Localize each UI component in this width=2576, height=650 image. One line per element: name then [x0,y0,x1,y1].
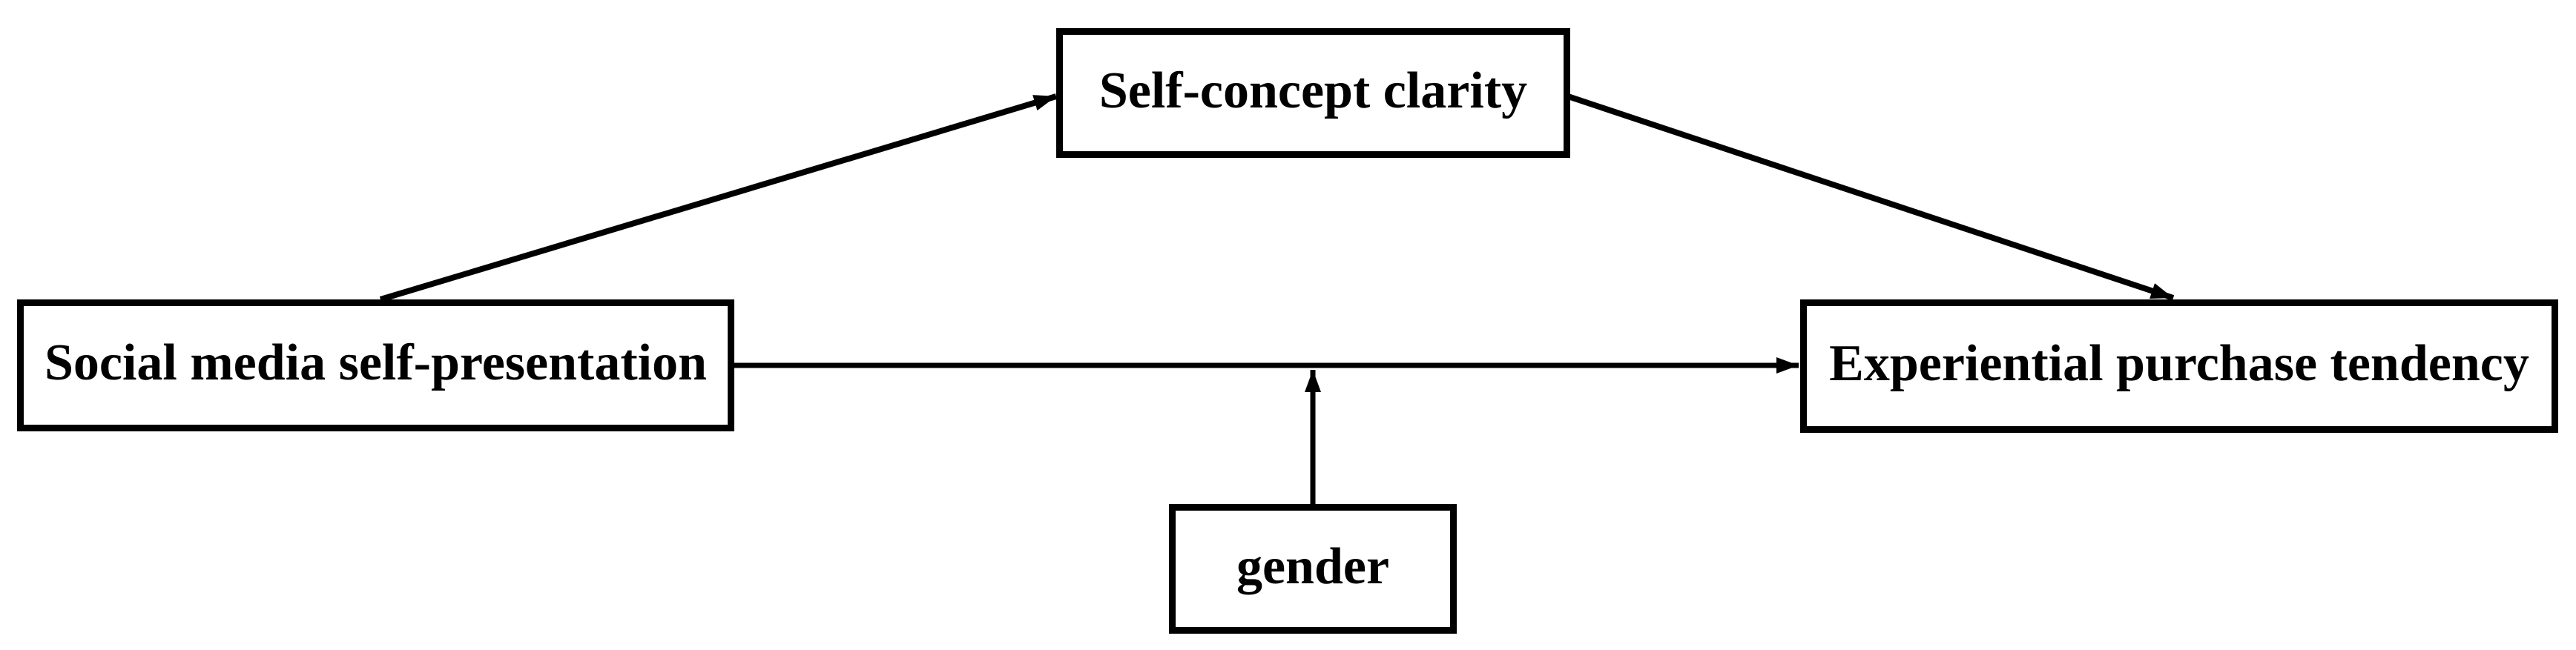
node-label: Experiential purchase tendency [1829,335,2529,392]
node-gender: gender [1169,504,1457,634]
node-label: Self-concept clarity [1098,62,1528,119]
node-self-concept-clarity: Self-concept clarity [1056,28,1570,158]
node-social-media-self-presentation: Social media self-presentation [17,299,734,431]
node-label: gender [1236,537,1390,595]
arrow-self-concept-clarity-to-ept [1567,93,2175,301]
node-label: Social media self-presentation [44,334,708,391]
arrow-smsp-to-self-concept-clarity [379,93,1058,302]
node-experiential-purchase-tendency: Experiential purchase tendency [1800,299,2558,433]
